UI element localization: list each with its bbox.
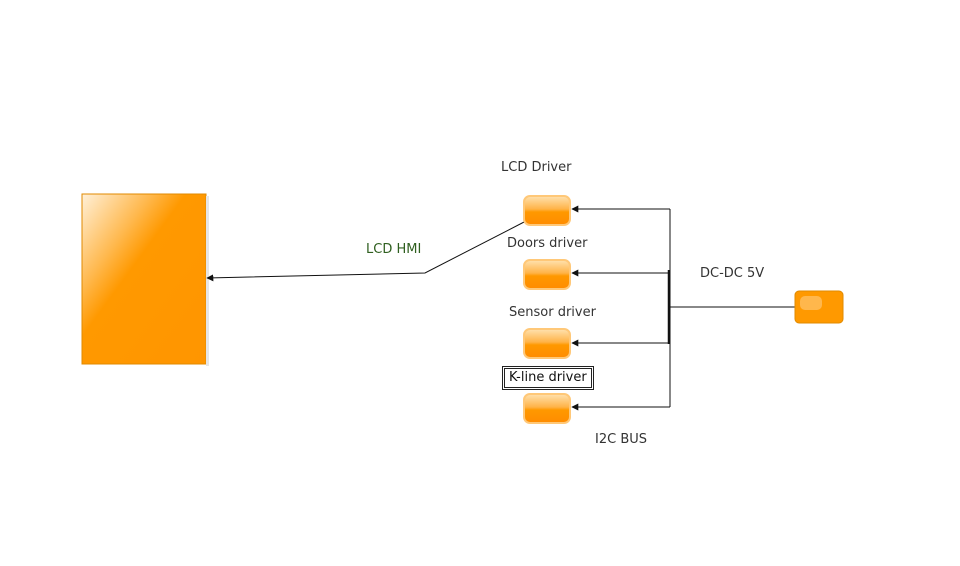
lcd-driver-block[interactable] xyxy=(523,195,571,226)
lcd-driver-body xyxy=(523,195,571,226)
doors-driver-body xyxy=(523,259,571,290)
sensor-driver-body xyxy=(523,328,571,359)
edge-lcd-hmi xyxy=(206,220,527,282)
dc-dc-block[interactable] xyxy=(794,290,844,324)
edge-power-bus xyxy=(571,205,796,411)
kline-driver-label[interactable]: K-line driver xyxy=(502,366,594,390)
dc-dc-highlight xyxy=(800,296,822,310)
doors-driver-block[interactable] xyxy=(523,259,571,290)
i2c-bus-label: I2C BUS xyxy=(595,432,647,447)
kline-driver-body xyxy=(523,393,571,424)
hmi-panel-body xyxy=(81,193,207,365)
kline-driver-block[interactable] xyxy=(523,393,571,424)
doors-driver-label: Doors driver xyxy=(507,236,588,251)
lcd-hmi-label: LCD HMI xyxy=(366,242,422,257)
sensor-driver-label: Sensor driver xyxy=(509,305,596,320)
sensor-driver-block[interactable] xyxy=(523,328,571,359)
hmi-panel[interactable] xyxy=(81,193,209,366)
hmi-panel-shadow xyxy=(206,196,209,366)
dc-dc-label: DC-DC 5V xyxy=(700,266,765,281)
lcd-driver-label: LCD Driver xyxy=(501,160,572,175)
